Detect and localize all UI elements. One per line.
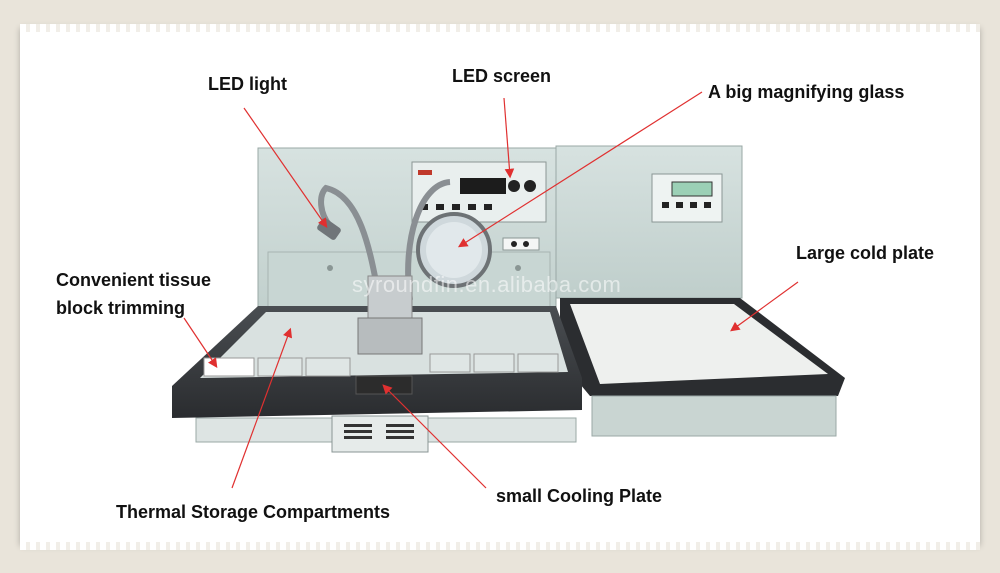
frame-bottom-edge (20, 542, 980, 550)
large-cold-plate-surface (570, 304, 828, 384)
trimming-light-window (203, 357, 255, 377)
arrow-thermal-storage (231, 327, 293, 489)
label-large-cold-plate: Large cold plate (796, 243, 935, 263)
led-lamps (317, 179, 492, 355)
label-thermal-storage: Thermal Storage Compartments (116, 502, 391, 522)
label-tissue-trimming-line2: block trimming (56, 298, 186, 318)
callout-arrows (183, 91, 799, 489)
arrow-large-cold-plate (730, 281, 799, 332)
label-magnifying-glass: A big magnifying glass (708, 82, 905, 102)
arrow-led-screen (503, 97, 515, 179)
label-tissue-trimming-line1: Convenient tissue (56, 270, 212, 290)
right-unit (555, 145, 845, 437)
frame-top-edge (20, 24, 980, 32)
label-led-screen: LED screen (452, 66, 552, 86)
led-screen-display (460, 178, 506, 194)
arrow-tissue-trimming-1 (183, 317, 218, 368)
label-small-cooling-plate: small Cooling Plate (496, 486, 663, 506)
label-led-light: LED light (208, 74, 287, 94)
watermark-text: syroundfin.en.alibaba.com (352, 272, 622, 297)
arrow-small-cooling-plate (382, 384, 487, 489)
arrow-led-light (243, 107, 328, 228)
arrow-magnifying-glass (457, 91, 703, 248)
small-cooling-plate-window (355, 375, 413, 395)
